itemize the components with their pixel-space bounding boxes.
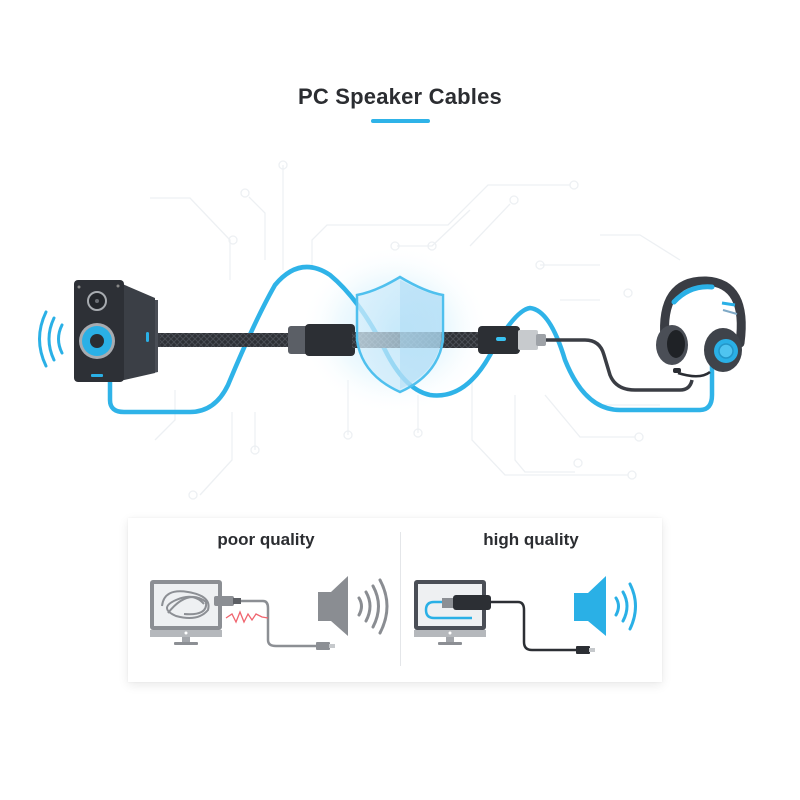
headset-icon — [656, 276, 746, 378]
page-title: PC Speaker Cables — [298, 84, 502, 109]
high-monitor-icon — [414, 580, 486, 645]
tangled-cable-icon — [161, 590, 210, 619]
high-cable-icon — [442, 595, 595, 654]
high-quality-label: high quality — [483, 530, 579, 549]
quality-comparison-panel: poor quality high quality — [128, 518, 662, 682]
shield-icon — [355, 275, 445, 394]
title-underline — [371, 119, 430, 123]
poor-monitor-icon — [150, 580, 222, 645]
poor-speaker-icon — [318, 576, 389, 636]
poor-quality-label: poor quality — [217, 530, 315, 549]
high-speaker-icon — [574, 576, 637, 636]
poor-cable-icon — [214, 596, 335, 650]
desktop-speaker-icon — [38, 280, 158, 382]
panel-divider — [400, 532, 401, 666]
